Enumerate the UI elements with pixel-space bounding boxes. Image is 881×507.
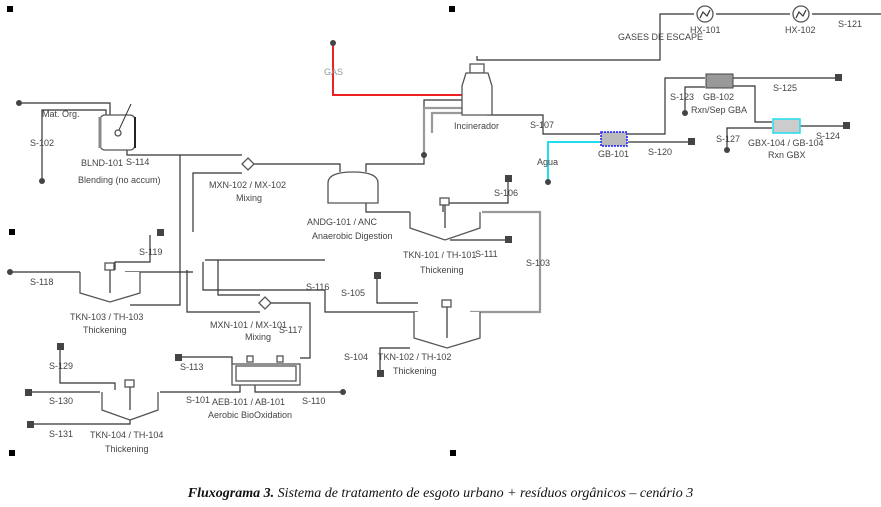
caption-label: Fluxograma 3. (187, 486, 275, 501)
unit-tag: GB-102 (703, 92, 734, 102)
unit-tag: TKN-102 / TH-102 (378, 352, 451, 362)
stream-label: S-104 (344, 352, 368, 362)
blending-tank-icon (98, 103, 136, 151)
stream-label: S-117 (279, 325, 302, 335)
aerobic-bioreactor-icon (231, 355, 301, 386)
anaerobic-digester-icon (327, 171, 379, 204)
unit-desc: Mixing (245, 332, 271, 342)
unit-tag: GBX-104 / GB-104 (748, 138, 824, 148)
thickener-icon (79, 197, 481, 421)
unit-desc: Thickening (83, 325, 127, 335)
unit-desc: Blending (no accum) (78, 175, 161, 185)
unit-tag: AEB-101 / AB-101 (212, 397, 285, 407)
unit-desc: Thickening (105, 444, 149, 454)
stream-label: S-110 (302, 396, 325, 406)
stream-label: S-118 (30, 277, 53, 287)
stream-label: S-124 (816, 131, 840, 141)
stream-label: S-111 (475, 249, 498, 259)
stream-label: S-119 (139, 247, 162, 257)
unit-desc: Rxn/Sep GBA (691, 105, 747, 115)
heat-exchanger-icon (696, 5, 810, 23)
stream-label: S-113 (180, 362, 203, 372)
stream-label: GASES DE ESCAPE (618, 32, 703, 42)
stream-label: S-116 (306, 282, 329, 292)
unit-tag: GB-101 (598, 149, 629, 159)
process-flow-diagram: Mat. Org. S-102 BLND-101 S-114 Blending … (7, 5, 881, 456)
stream-label: S-114 (126, 157, 149, 167)
caption-text: Sistema de tratamento de esgoto urbano +… (274, 486, 694, 501)
stream-label: Agua (537, 157, 558, 167)
stream-label: S-127 (716, 134, 740, 144)
stream-label: S-120 (648, 147, 672, 157)
unit-tag: TKN-101 / TH-101 (403, 250, 476, 260)
stream-lines (10, 13, 881, 425)
unit-tag: TKN-104 / TH-104 (90, 430, 163, 440)
mixer-icon (241, 157, 255, 171)
unit-tag: ANDG-101 / ANC (307, 217, 378, 227)
stream-terminals (7, 40, 850, 428)
stream-label: S-131 (49, 429, 73, 439)
stream-label: S-130 (49, 396, 73, 406)
unit-tag: TKN-103 / TH-103 (70, 312, 143, 322)
stream-label: S-105 (341, 288, 365, 298)
unit-tag: HX-101 (690, 25, 721, 35)
figure-caption: Fluxograma 3. Sistema de tratamento de e… (0, 486, 881, 502)
gbx104-unit-icon (772, 118, 801, 134)
unit-desc: Incinerador (454, 121, 499, 131)
unit-tag: MXN-101 / MX-101 (210, 320, 287, 330)
stream-label: Mat. Org. (42, 109, 80, 119)
unit-desc: Aerobic BioOxidation (208, 410, 292, 420)
stream-label: S-102 (30, 138, 54, 148)
stream-label: S-123 (670, 92, 694, 102)
gb101-unit-icon (600, 131, 628, 147)
stream-label: S-121 (838, 19, 862, 29)
stream-label: S-106 (494, 188, 518, 198)
stream-label: S-107 (530, 120, 554, 130)
stream-label: S-103 (526, 258, 550, 268)
unit-desc: Mixing (236, 193, 262, 203)
unit-desc: Anaerobic Digestion (312, 231, 393, 241)
stream-label: S-101 (186, 395, 210, 405)
stream-label: S-129 (49, 361, 73, 371)
stream-label: GAS (324, 67, 343, 77)
gb102-unit-icon (705, 73, 734, 89)
unit-desc: Rxn GBX (768, 150, 806, 160)
unit-desc: Thickening (420, 265, 464, 275)
mixer-icon (258, 296, 272, 310)
unit-tag: HX-102 (785, 25, 816, 35)
unit-desc: Thickening (393, 366, 437, 376)
unit-tag: MXN-102 / MX-102 (209, 180, 286, 190)
unit-tag: BLND-101 (81, 158, 123, 168)
stream-label: S-125 (773, 83, 797, 93)
labels: Mat. Org. S-102 BLND-101 S-114 Blending … (30, 19, 862, 454)
incinerator-icon (461, 63, 493, 116)
